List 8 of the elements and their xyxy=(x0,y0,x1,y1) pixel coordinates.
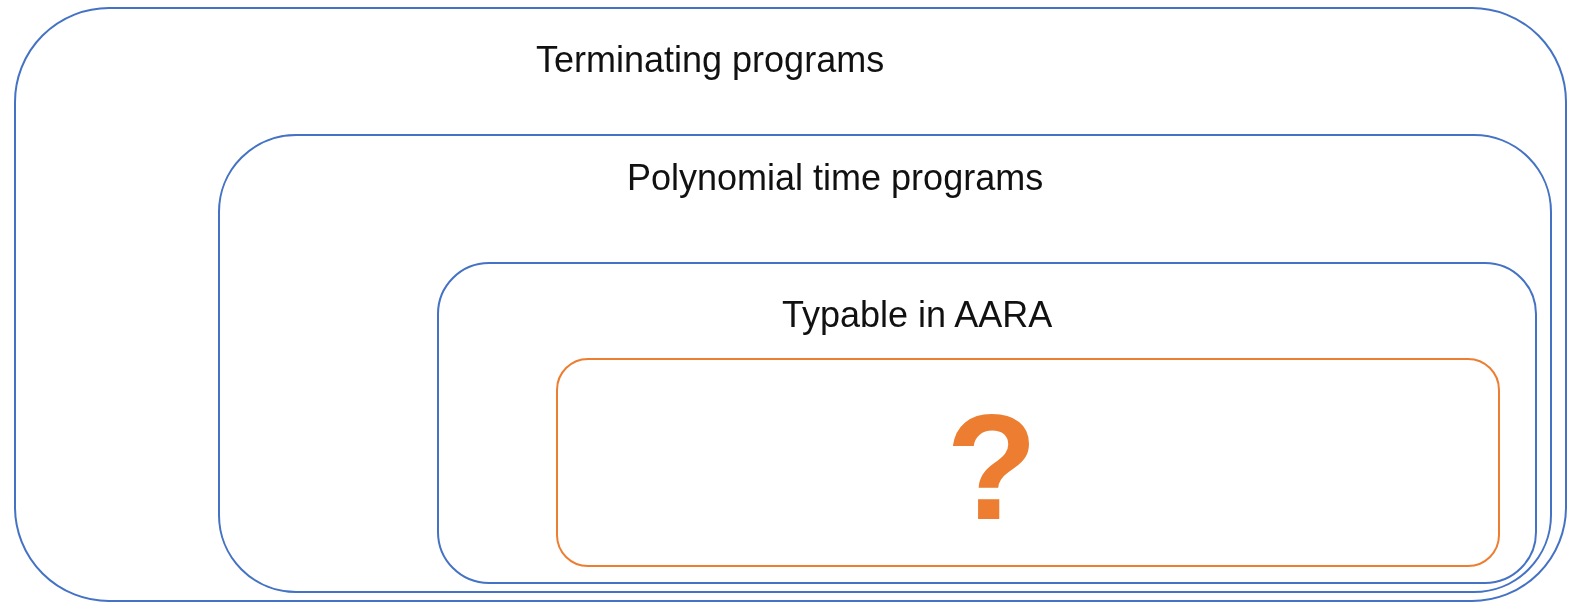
set-label: Typable in AARA xyxy=(782,297,1053,333)
inner-set-box xyxy=(556,358,1500,567)
set-box xyxy=(14,7,1567,602)
set-box xyxy=(218,134,1552,593)
set-label: Terminating programs xyxy=(536,42,885,78)
set-box xyxy=(437,262,1537,584)
question-mark: ? xyxy=(946,392,1038,542)
set-label: Polynomial time programs xyxy=(627,160,1044,196)
